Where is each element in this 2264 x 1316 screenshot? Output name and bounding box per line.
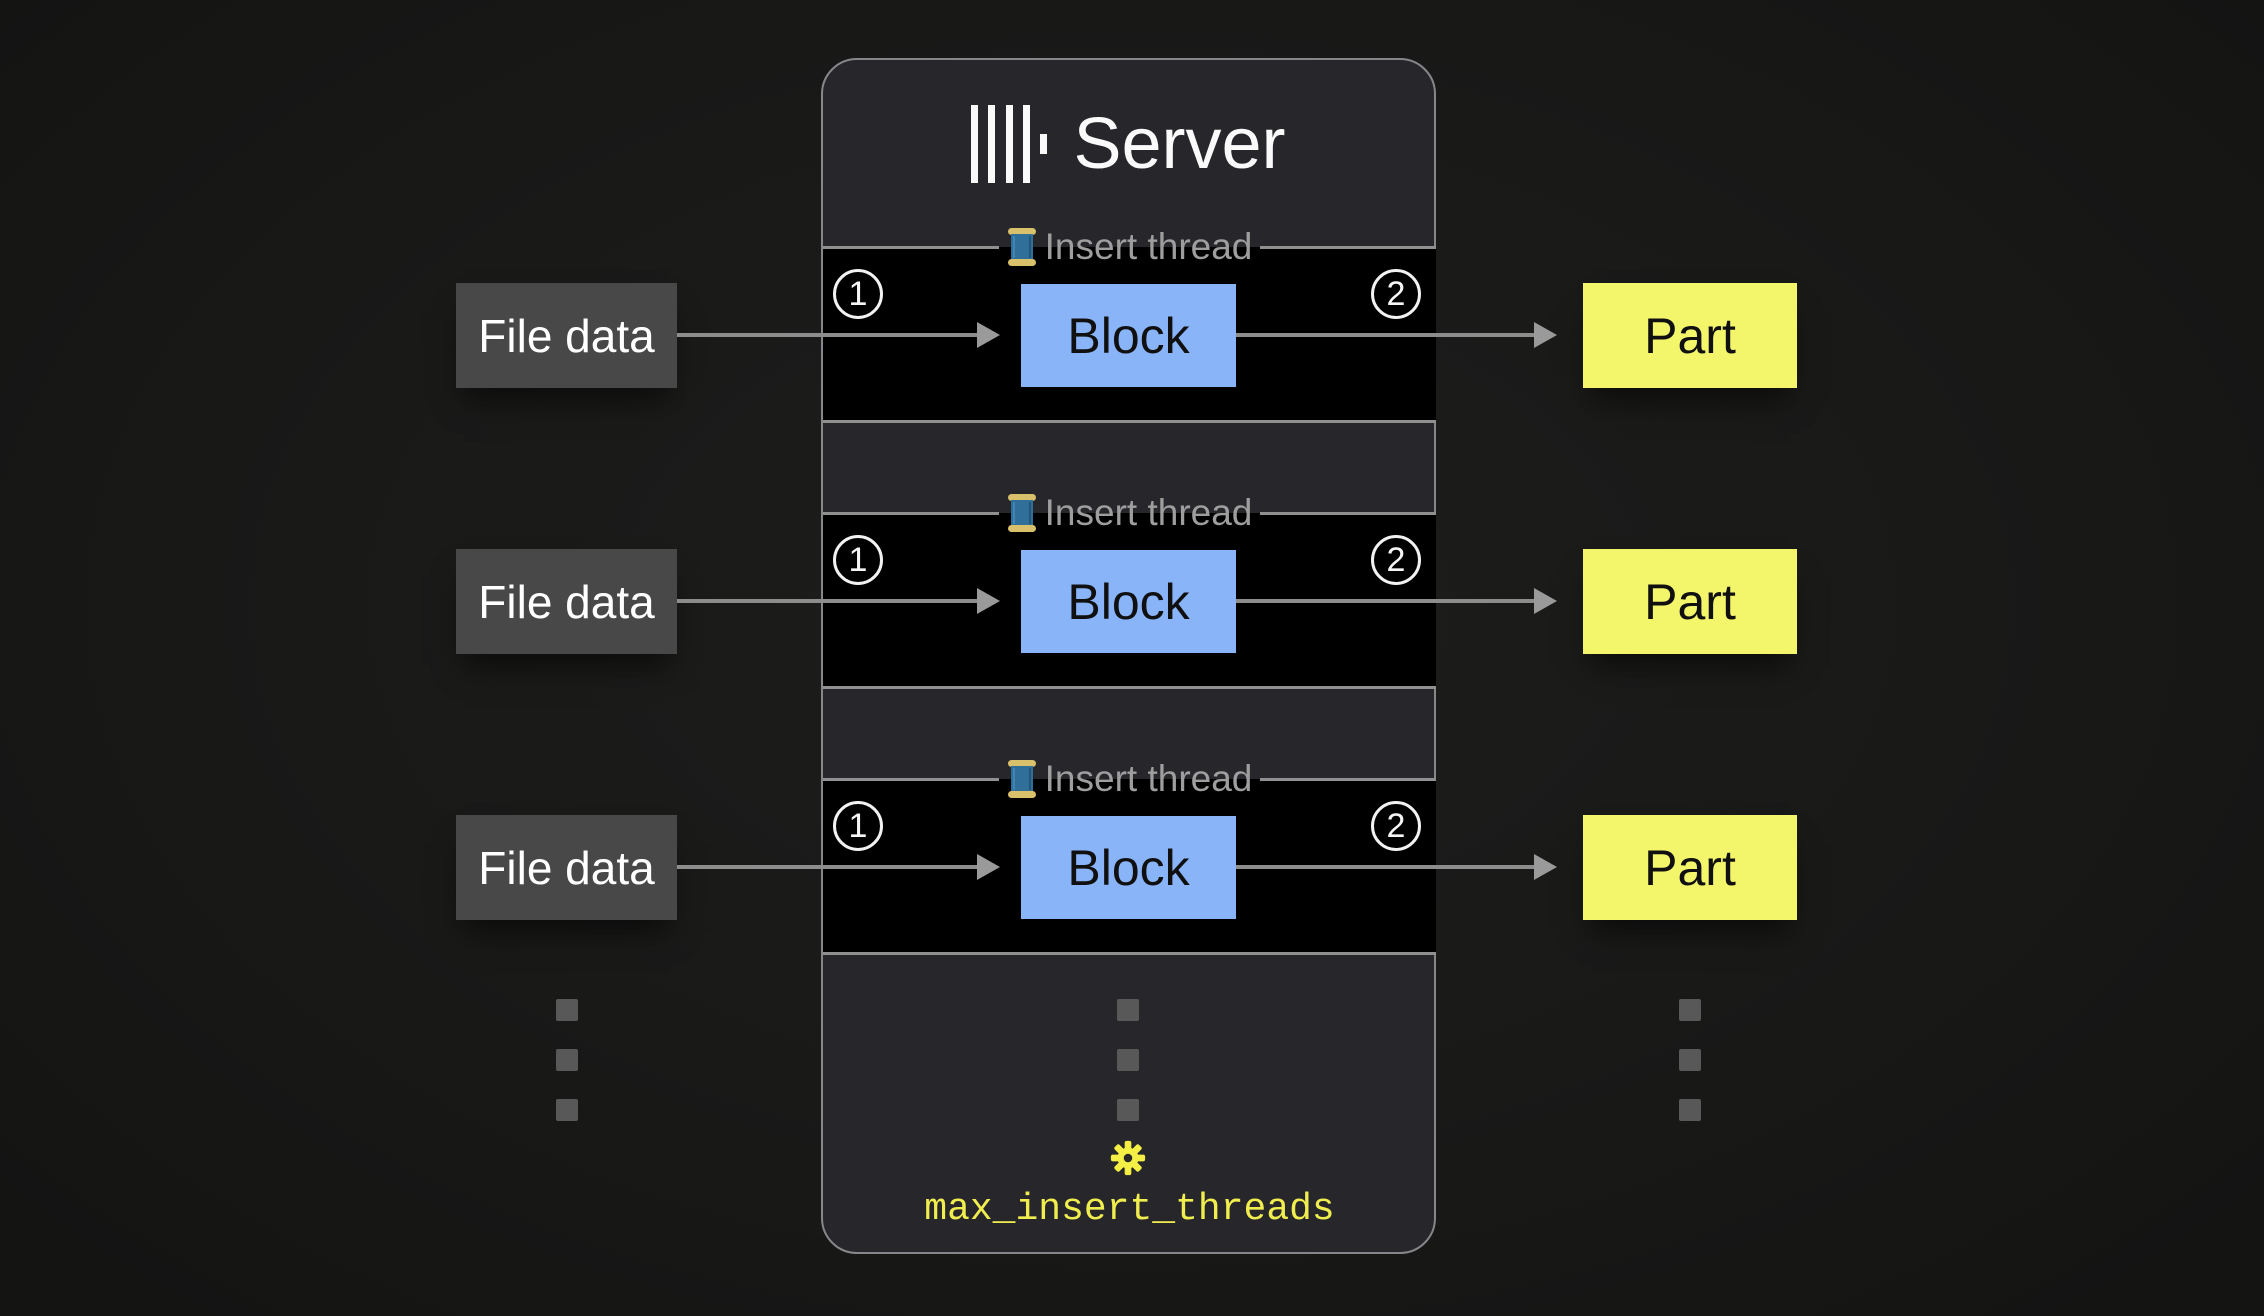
step-2-number: 2 — [1386, 806, 1406, 845]
step-2-badge: 2 — [1371, 801, 1421, 851]
thread-spool-icon — [1007, 228, 1036, 266]
ellipsis-dots-middle — [1117, 999, 1139, 1121]
part-box: Part — [1583, 549, 1797, 654]
insert-thread-legend: Insert thread — [823, 758, 1437, 799]
file-data-label: File data — [478, 309, 655, 362]
block-box: Block — [1021, 816, 1236, 919]
arrowhead-block-to-part — [1534, 854, 1557, 880]
clickhouse-logo-icon — [971, 105, 1048, 183]
step-1-number: 1 — [848, 274, 868, 313]
legend-line-left — [823, 511, 999, 515]
legend-line-right — [1260, 777, 1437, 781]
arrowhead-block-to-part — [1534, 322, 1557, 348]
server-title: Server — [821, 100, 1436, 188]
insert-thread-legend: Insert thread — [823, 492, 1437, 533]
step-1-badge: 1 — [833, 535, 883, 585]
step-2-badge: 2 — [1371, 535, 1421, 585]
gear-icon — [1110, 1140, 1146, 1176]
block-label: Block — [1067, 307, 1190, 364]
insert-thread-label: Insert thread — [1044, 758, 1253, 799]
arrow-block-to-part — [1236, 599, 1534, 603]
ellipsis-dots-left — [556, 999, 578, 1121]
arrowhead-file-to-block — [977, 322, 1000, 348]
thread-spool-icon — [1007, 494, 1036, 532]
arrowhead-block-to-part — [1534, 588, 1557, 614]
arrow-file-to-block — [677, 599, 977, 603]
block-box: Block — [1021, 550, 1236, 653]
legend-line-left — [823, 245, 999, 249]
part-box: Part — [1583, 283, 1797, 388]
pipeline-row: Insert thread File data 1 Block 2 Part — [0, 492, 2264, 689]
part-label: Part — [1644, 839, 1736, 896]
part-label: Part — [1644, 307, 1736, 364]
pipeline-row: Insert thread File data 1 Block 2 Part — [0, 758, 2264, 955]
server-title-label: Server — [1073, 104, 1286, 184]
thread-spool-icon — [1007, 760, 1036, 798]
arrow-file-to-block — [677, 333, 977, 337]
insert-thread-legend: Insert thread — [823, 226, 1437, 267]
arrow-file-to-block — [677, 865, 977, 869]
insert-thread-label: Insert thread — [1044, 492, 1253, 533]
file-data-box: File data — [456, 815, 677, 920]
file-data-box: File data — [456, 283, 677, 388]
file-data-label: File data — [478, 575, 655, 628]
arrow-block-to-part — [1236, 333, 1534, 337]
arrowhead-file-to-block — [977, 588, 1000, 614]
ellipsis-dots-right — [1679, 999, 1701, 1121]
legend-line-right — [1260, 245, 1437, 249]
part-label: Part — [1644, 573, 1736, 630]
block-label: Block — [1067, 573, 1190, 630]
step-1-number: 1 — [848, 540, 868, 579]
legend-line-right — [1260, 511, 1437, 515]
step-1-badge: 1 — [833, 801, 883, 851]
step-2-number: 2 — [1386, 540, 1406, 579]
block-box: Block — [1021, 284, 1236, 387]
max-insert-threads-label: max_insert_threads — [924, 1188, 1335, 1231]
step-2-badge: 2 — [1371, 269, 1421, 319]
insert-thread-label: Insert thread — [1044, 226, 1253, 267]
arrow-block-to-part — [1236, 865, 1534, 869]
step-2-number: 2 — [1386, 274, 1406, 313]
block-label: Block — [1067, 839, 1190, 896]
file-data-label: File data — [478, 841, 655, 894]
part-box: Part — [1583, 815, 1797, 920]
legend-line-left — [823, 777, 999, 781]
step-1-badge: 1 — [833, 269, 883, 319]
step-1-number: 1 — [848, 806, 868, 845]
arrowhead-file-to-block — [977, 854, 1000, 880]
pipeline-row: Insert thread File data 1 Block 2 Part — [0, 226, 2264, 423]
file-data-box: File data — [456, 549, 677, 654]
